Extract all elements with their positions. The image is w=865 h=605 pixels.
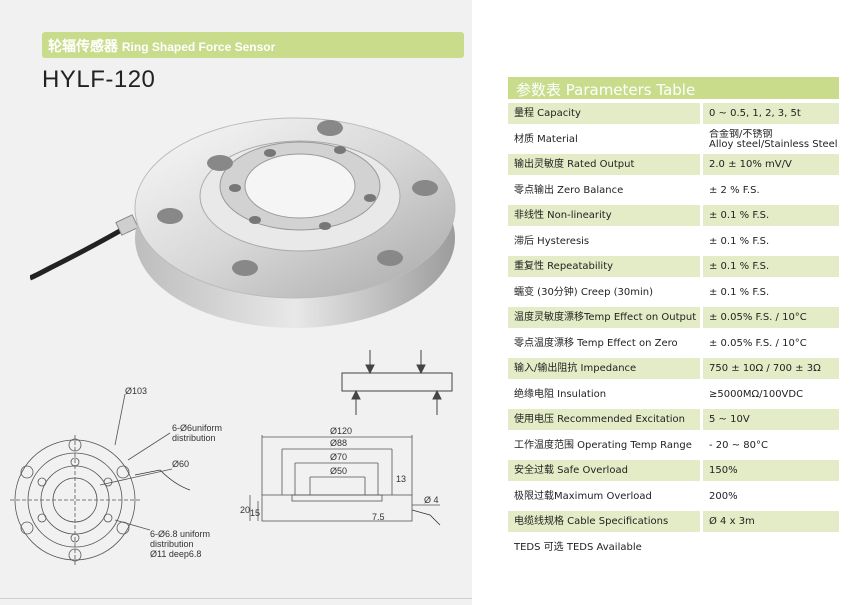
param-name: 极限过载Maximum Overload bbox=[514, 490, 652, 502]
top-view bbox=[10, 393, 191, 565]
product-photo bbox=[30, 117, 456, 328]
param-name: 温度灵敏度漂移Temp Effect on Output bbox=[508, 307, 700, 328]
title-en: Ring Shaped Force Sensor bbox=[121, 40, 276, 54]
param-value: Ø 4 x 3m bbox=[703, 511, 839, 532]
divider bbox=[0, 598, 472, 599]
param-value: 5 ~ 10V bbox=[703, 409, 839, 430]
param-value: ± 0.05% F.S. / 10°C bbox=[703, 307, 839, 328]
param-value bbox=[703, 537, 839, 558]
param-value: 0 ~ 0.5, 1, 2, 3, 5t bbox=[703, 103, 839, 124]
param-row: 工作温度范围 Operating Temp Range - 20 ~ 80°C bbox=[508, 435, 839, 456]
dim-cable: Ø 4 bbox=[424, 495, 439, 505]
params-header: 参数表 Parameters Table bbox=[508, 77, 839, 99]
param-name: 零点温度漂移 Temp Effect on Zero bbox=[514, 337, 678, 349]
param-name: 使用电压 Recommended Excitation bbox=[508, 409, 700, 430]
param-value: ± 0.1 % F.S. bbox=[703, 256, 839, 277]
dim-15: 15 bbox=[250, 508, 260, 518]
param-row: 非线性 Non-linearity± 0.1 % F.S. bbox=[508, 205, 839, 226]
param-name: 输入/输出阻抗 Impedance bbox=[508, 358, 700, 379]
param-name: 重复性 Repeatability bbox=[508, 256, 700, 277]
dim-holes-inner-2: distribution bbox=[150, 539, 194, 549]
param-name: 蠕变 (30分钟) Creep (30min) bbox=[514, 286, 653, 298]
param-name: 绝缘电阻 Insulation bbox=[514, 388, 607, 400]
param-row: 零点输出 Zero Balance ± 2 % F.S. bbox=[508, 180, 839, 201]
param-value: ± 0.1 % F.S. bbox=[709, 235, 770, 247]
product-title: 轮辐传感器 Ring Shaped Force Sensor bbox=[48, 36, 275, 56]
param-row: 蠕变 (30分钟) Creep (30min) ± 0.1 % F.S. bbox=[508, 282, 839, 303]
load-diagram bbox=[341, 350, 453, 415]
param-value: ± 0.1 % F.S. bbox=[703, 205, 839, 226]
param-name: 材质 Material bbox=[514, 133, 578, 145]
dim-holes-outer-2: distribution bbox=[172, 433, 216, 443]
param-name: TEDS 可选 TEDS Available bbox=[514, 541, 642, 553]
param-value: 750 ± 10Ω / 700 ± 3Ω bbox=[703, 358, 839, 379]
dim-120: Ø120 bbox=[330, 426, 352, 436]
param-name: 零点输出 Zero Balance bbox=[514, 184, 624, 196]
param-value-line2: Alloy steel/Stainless Steel bbox=[709, 138, 838, 150]
param-value: ± 2 % F.S. bbox=[709, 184, 760, 196]
param-row: 滞后 Hysteresis ± 0.1 % F.S. bbox=[508, 231, 839, 252]
dim-7-5: 7.5 bbox=[372, 512, 385, 522]
param-value-line1: 合金钢/不锈钢 bbox=[709, 128, 773, 140]
dim-50: Ø50 bbox=[330, 466, 347, 476]
param-value: - 20 ~ 80°C bbox=[709, 439, 768, 451]
side-view bbox=[249, 435, 441, 526]
model-number: HYLF-120 bbox=[42, 66, 156, 93]
dim-holes-inner-1: 6-Ø6.8 uniform bbox=[150, 529, 210, 539]
param-row: 重复性 Repeatability± 0.1 % F.S. bbox=[508, 256, 839, 277]
dim-od: Ø103 bbox=[125, 386, 147, 396]
param-value: 150% bbox=[703, 460, 839, 481]
param-name: 非线性 Non-linearity bbox=[508, 205, 700, 226]
params-title: 参数表 Parameters Table bbox=[516, 81, 696, 99]
param-name: 滞后 Hysteresis bbox=[514, 235, 590, 247]
param-value: ± 0.05% F.S. / 10°C bbox=[709, 337, 807, 349]
dim-70: Ø70 bbox=[330, 452, 347, 462]
param-value: 2.0 ± 10% mV/V bbox=[703, 154, 839, 175]
product-title-bar: 轮辐传感器 Ring Shaped Force Sensor bbox=[42, 32, 464, 58]
param-value: ± 0.1 % F.S. bbox=[709, 286, 770, 298]
param-name: 安全过载 Safe Overload bbox=[508, 460, 700, 481]
dim-center: Ø60 bbox=[172, 459, 189, 469]
param-row: 绝缘电阻 Insulation ≥5000MΩ/100VDC bbox=[508, 384, 839, 405]
param-value: ≥5000MΩ/100VDC bbox=[709, 388, 804, 400]
param-name: 量程 Capacity bbox=[508, 103, 700, 124]
technical-drawing: Ø103 6-Ø6uniform distribution Ø60 6-Ø6.8… bbox=[10, 350, 453, 565]
param-row: 极限过载Maximum Overload 200% bbox=[508, 486, 839, 507]
param-row: 温度灵敏度漂移Temp Effect on Output± 0.05% F.S.… bbox=[508, 307, 839, 328]
dim-20: 20 bbox=[240, 505, 250, 515]
dim-88: Ø88 bbox=[330, 438, 347, 448]
param-row: 零点温度漂移 Temp Effect on Zero ± 0.05% F.S. /… bbox=[508, 333, 839, 354]
param-name: 电缆线规格 Cable Specifications bbox=[508, 511, 700, 532]
dim-13: 13 bbox=[396, 474, 406, 484]
param-row: TEDS 可选 TEDS Available bbox=[508, 537, 839, 558]
dim-holes-inner-3: Ø11 deep6.8 bbox=[150, 549, 201, 559]
title-cn: 轮辐传感器 bbox=[48, 38, 118, 54]
dim-holes-outer: 6-Ø6uniform bbox=[172, 423, 222, 433]
param-name: 工作温度范围 Operating Temp Range bbox=[514, 439, 692, 451]
param-value: 200% bbox=[709, 490, 738, 502]
param-name: 输出灵敏度 Rated Output bbox=[508, 154, 700, 175]
